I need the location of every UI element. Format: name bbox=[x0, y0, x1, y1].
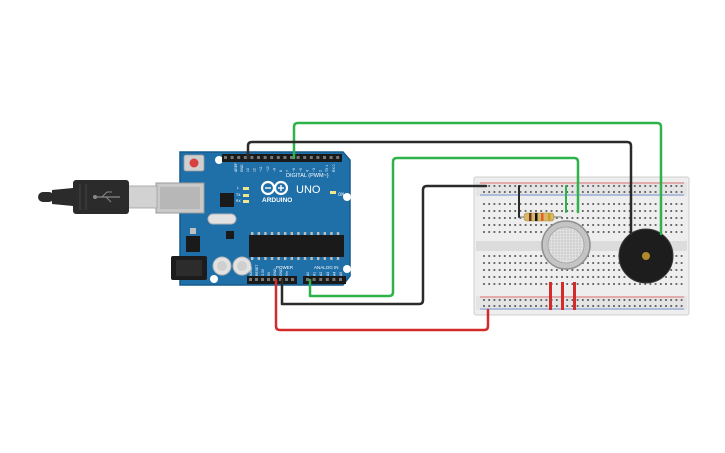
sensor-mesh bbox=[549, 228, 583, 262]
rx-label: RX bbox=[236, 199, 241, 203]
pin-label: 5V bbox=[267, 271, 271, 276]
atmega-chip bbox=[249, 235, 344, 257]
pin-label: 4 bbox=[305, 170, 309, 172]
usb-cable bbox=[38, 180, 158, 214]
pin-label: A1 bbox=[313, 272, 317, 276]
pin-label: ~3 bbox=[312, 168, 316, 172]
pin-label: A4 bbox=[332, 272, 336, 276]
pin-label: RESET bbox=[255, 265, 259, 276]
pin-label: GND bbox=[240, 164, 244, 172]
analog-section-label: ANALOG IN bbox=[314, 265, 339, 270]
arduino-logo-icon bbox=[260, 180, 289, 196]
arduino-uno-board: ARDUINO UNO DIGITAL (PWM~) POWER ANALOG … bbox=[155, 151, 351, 286]
digital-header bbox=[222, 154, 342, 162]
pin-label: 13 bbox=[246, 168, 250, 172]
usb-symbol-icon bbox=[93, 191, 120, 203]
pin-label: AREF bbox=[234, 163, 238, 172]
pin-label: ~9 bbox=[272, 168, 276, 172]
pin-label: RX 0 bbox=[332, 164, 336, 172]
pin-label: ~11 bbox=[259, 166, 263, 172]
pin-label: ~10 bbox=[266, 166, 270, 172]
pin-label: ~6 bbox=[292, 168, 296, 172]
l-label: L bbox=[237, 186, 239, 190]
piezo-buzzer bbox=[618, 228, 674, 284]
pin-label: IOREF bbox=[249, 266, 253, 276]
model-label: UNO bbox=[296, 184, 321, 196]
wire-red-5v-to-rail bbox=[274, 278, 490, 332]
wire-green-digital-to-buzzer bbox=[292, 121, 663, 236]
wire-green-analog-to-sensor bbox=[308, 156, 580, 298]
pin-label: A3 bbox=[326, 272, 330, 276]
pin-label: 7 bbox=[286, 170, 290, 172]
wire-black-gnd-to-breadboard bbox=[280, 184, 488, 306]
pin-label: Vin bbox=[285, 271, 289, 276]
pin-label: GND bbox=[279, 268, 283, 276]
analog-header bbox=[303, 276, 346, 284]
on-label: ON bbox=[338, 192, 344, 197]
pin-label: 2 bbox=[319, 170, 323, 172]
pin-label: A5 bbox=[339, 272, 343, 276]
pin-label: A0 bbox=[306, 272, 310, 276]
gas-sensor bbox=[541, 220, 591, 310]
power-section-label: POWER bbox=[276, 265, 294, 270]
brand-label: ARDUINO bbox=[262, 197, 292, 204]
pin-label: A2 bbox=[319, 272, 323, 276]
wire-black-gnd-to-buzzer bbox=[246, 140, 633, 236]
pin-label: GND bbox=[273, 268, 277, 276]
pin-label: 3.3V bbox=[261, 268, 265, 276]
pin-label: 12 bbox=[253, 168, 257, 172]
digital-section-label: DIGITAL (PWM~) bbox=[286, 173, 329, 179]
power-header bbox=[247, 276, 297, 284]
tx-label: TX bbox=[235, 193, 241, 197]
pin-label: TX 1 bbox=[325, 165, 329, 172]
wires bbox=[246, 121, 663, 332]
pin-label: ~5 bbox=[299, 168, 303, 172]
pin-label: 8 bbox=[279, 170, 283, 172]
